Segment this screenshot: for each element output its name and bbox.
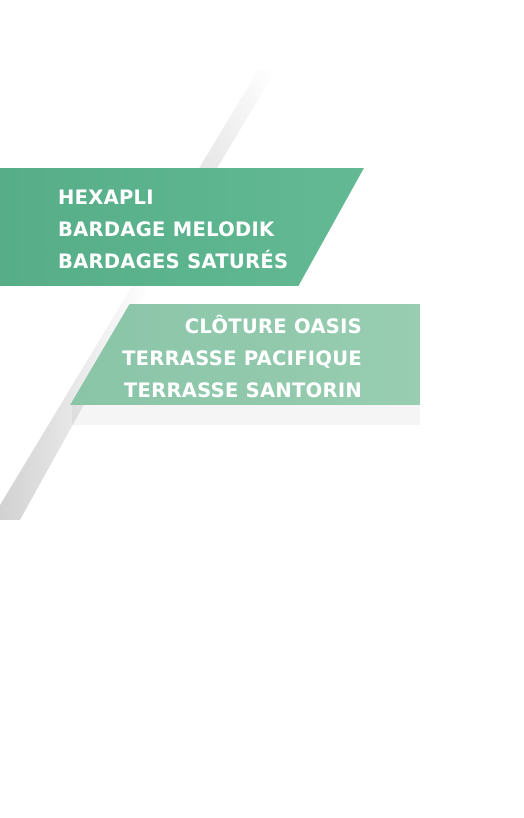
top-product-panel: HEXAPLI BARDAGE MELODIK BARDAGES SATURÉS	[0, 168, 364, 286]
product-link-bardage-melodik[interactable]: BARDAGE MELODIK	[58, 218, 275, 241]
product-link-bardages-satures[interactable]: BARDAGES SATURÉS	[58, 250, 289, 273]
top-product-list: HEXAPLI BARDAGE MELODIK BARDAGES SATURÉS	[58, 182, 288, 278]
product-link-terrasse-santorin[interactable]: TERRASSE SANTORIN	[123, 379, 362, 402]
bottom-product-panel: CLÔTURE OASIS TERRASSE PACIFIQUE TERRASS…	[70, 304, 420, 405]
product-link-hexapli[interactable]: HEXAPLI	[58, 186, 154, 209]
bottom-product-list: CLÔTURE OASIS TERRASSE PACIFIQUE TERRASS…	[122, 311, 362, 405]
product-link-cloture-oasis[interactable]: CLÔTURE OASIS	[184, 315, 362, 338]
product-link-terrasse-pacifique[interactable]: TERRASSE PACIFIQUE	[122, 347, 362, 370]
